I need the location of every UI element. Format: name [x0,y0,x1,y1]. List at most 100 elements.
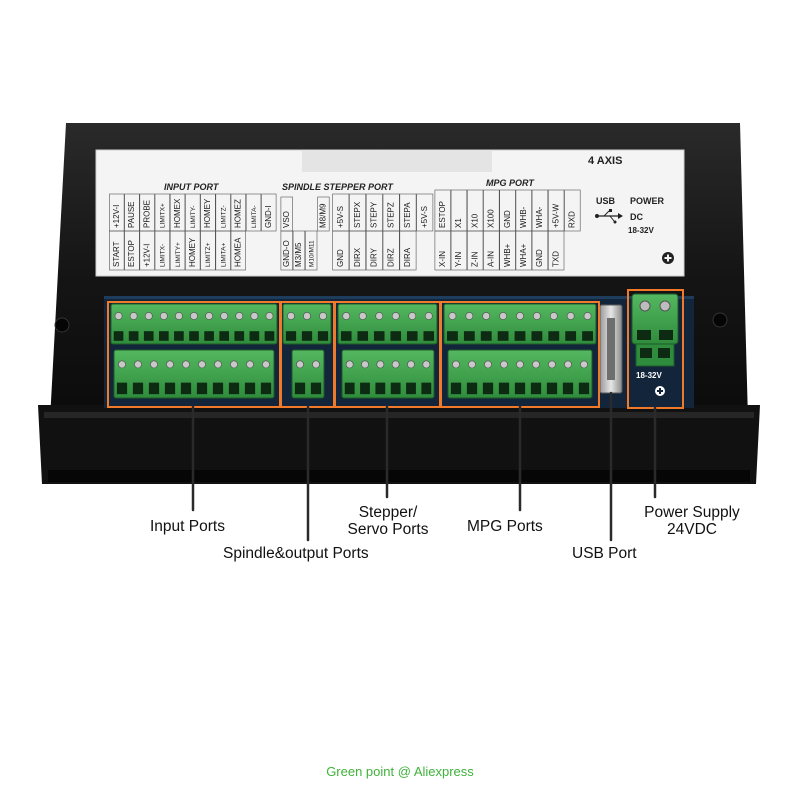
terminal-screw [175,312,183,320]
terminal-screw [549,312,558,320]
terminal-wire-slot [310,382,322,395]
terminal-screw [296,360,304,369]
terminal-block [110,303,278,345]
mount-hole-left [54,317,70,333]
terminal-wire-slot [301,331,313,341]
pin-label: X1 [454,218,463,228]
pin-label-cell [416,193,434,232]
terminal-screw [312,360,320,369]
terminal-wire-slot [113,331,124,341]
terminal-wire-slot [234,331,245,341]
terminal-wire-slot [344,382,355,395]
terminal-wire-slot [375,382,386,395]
terminal-screw [468,360,476,369]
terminal-wire-slot [423,331,435,341]
terminal-screw [580,360,588,369]
terminal-wire-slot [264,331,275,341]
pin-label: START [112,241,121,267]
case-bezel-edge [44,412,754,418]
terminal-screw [516,312,524,320]
pin-label-cell [483,230,500,271]
terminal-screw [358,312,367,320]
pin-label: PROBE [142,200,151,228]
pin-label-cell [154,230,170,271]
pin-label: LIMITX- [160,244,167,267]
power-terminal-block [631,293,679,367]
terminal-wire-slot [340,331,352,341]
pin-label-cell [230,230,246,271]
plus-symbol-icon [662,252,674,264]
terminal-wire-slot [143,331,154,341]
terminal-screw [198,360,206,369]
pin-label-cell [215,230,231,271]
terminal-wire-slot [450,382,462,395]
power-callout-line2: 24VDC [667,521,717,538]
terminal-wire-slot [260,382,272,395]
power-header: POWER [630,196,665,206]
usb-header: USB [596,196,616,206]
case-bezel-bottom [48,470,750,482]
pcb-plus-icon [655,386,665,396]
pin-label-cell [466,230,484,271]
pin-label-cell [499,230,516,271]
pin-label-cell [317,196,330,232]
pin-label: WHB+ [503,243,512,267]
stepper-callout-line1: Stepper/ [358,504,418,521]
terminal-screw [424,312,433,320]
terminal-wire-slot [406,331,418,341]
terminal-screw [408,312,417,320]
pin-label: X-IN [438,251,447,267]
terminal-block [341,349,435,399]
terminal-wire-slot [463,331,475,341]
pin-label: DIRA [403,247,412,267]
terminal-screw [129,312,138,320]
pin-label-cell [547,230,565,271]
pin-label: +5V-S [336,206,345,228]
input-port-header: INPUT PORT [164,182,220,192]
pin-label: LIMITZ- [220,205,227,228]
pin-label: A-IN [487,251,496,267]
terminal-blocks [110,303,597,399]
terminal-screw [166,360,174,369]
terminal-wire-slot [196,382,208,395]
terminal-wire-slot [480,331,492,341]
pin-label: WHA+ [519,243,528,267]
pin-label-cell [139,230,155,271]
pin-label: +12V-I [112,205,121,228]
pin-label: STEPX [353,201,362,228]
terminal-screw [532,360,540,369]
terminal-screw [564,360,572,369]
terminal-wire-slot [447,331,458,341]
terminal-wire-slot [116,382,128,395]
pin-label-cell [382,230,400,271]
terminal-screw [150,360,158,369]
pin-label-cell [332,230,350,271]
terminal-wire-slot [180,382,192,395]
pin-label: DIRX [353,247,362,267]
terminal-wire-slot [406,382,416,395]
terminal-screw [319,312,327,320]
pin-label-cell [109,230,125,271]
terminal-screw [376,360,385,369]
pin-label: STEPY [370,201,379,228]
power-callout-line1: Power Supply [644,504,740,521]
terminal-screw [391,360,400,369]
pin-label: LIMITY- [190,205,197,228]
pin-label: GND-I [264,205,273,228]
stepper-ports-callout: Stepper/ Servo Ports [330,504,446,538]
pcb-strip-edge [104,296,694,299]
pin-label-cell [292,230,306,271]
terminal-screw [250,312,259,320]
terminal-block [337,303,438,345]
pin-label: HOMEZ [234,199,243,228]
terminal-screw [246,360,254,369]
pin-label: +5V-W [551,203,560,228]
terminal-wire-slot [578,382,590,395]
terminal-screw [265,312,274,320]
terminal-wire-slot [562,382,574,395]
terminal-screw [220,312,229,320]
pin-label-cell [245,193,262,232]
